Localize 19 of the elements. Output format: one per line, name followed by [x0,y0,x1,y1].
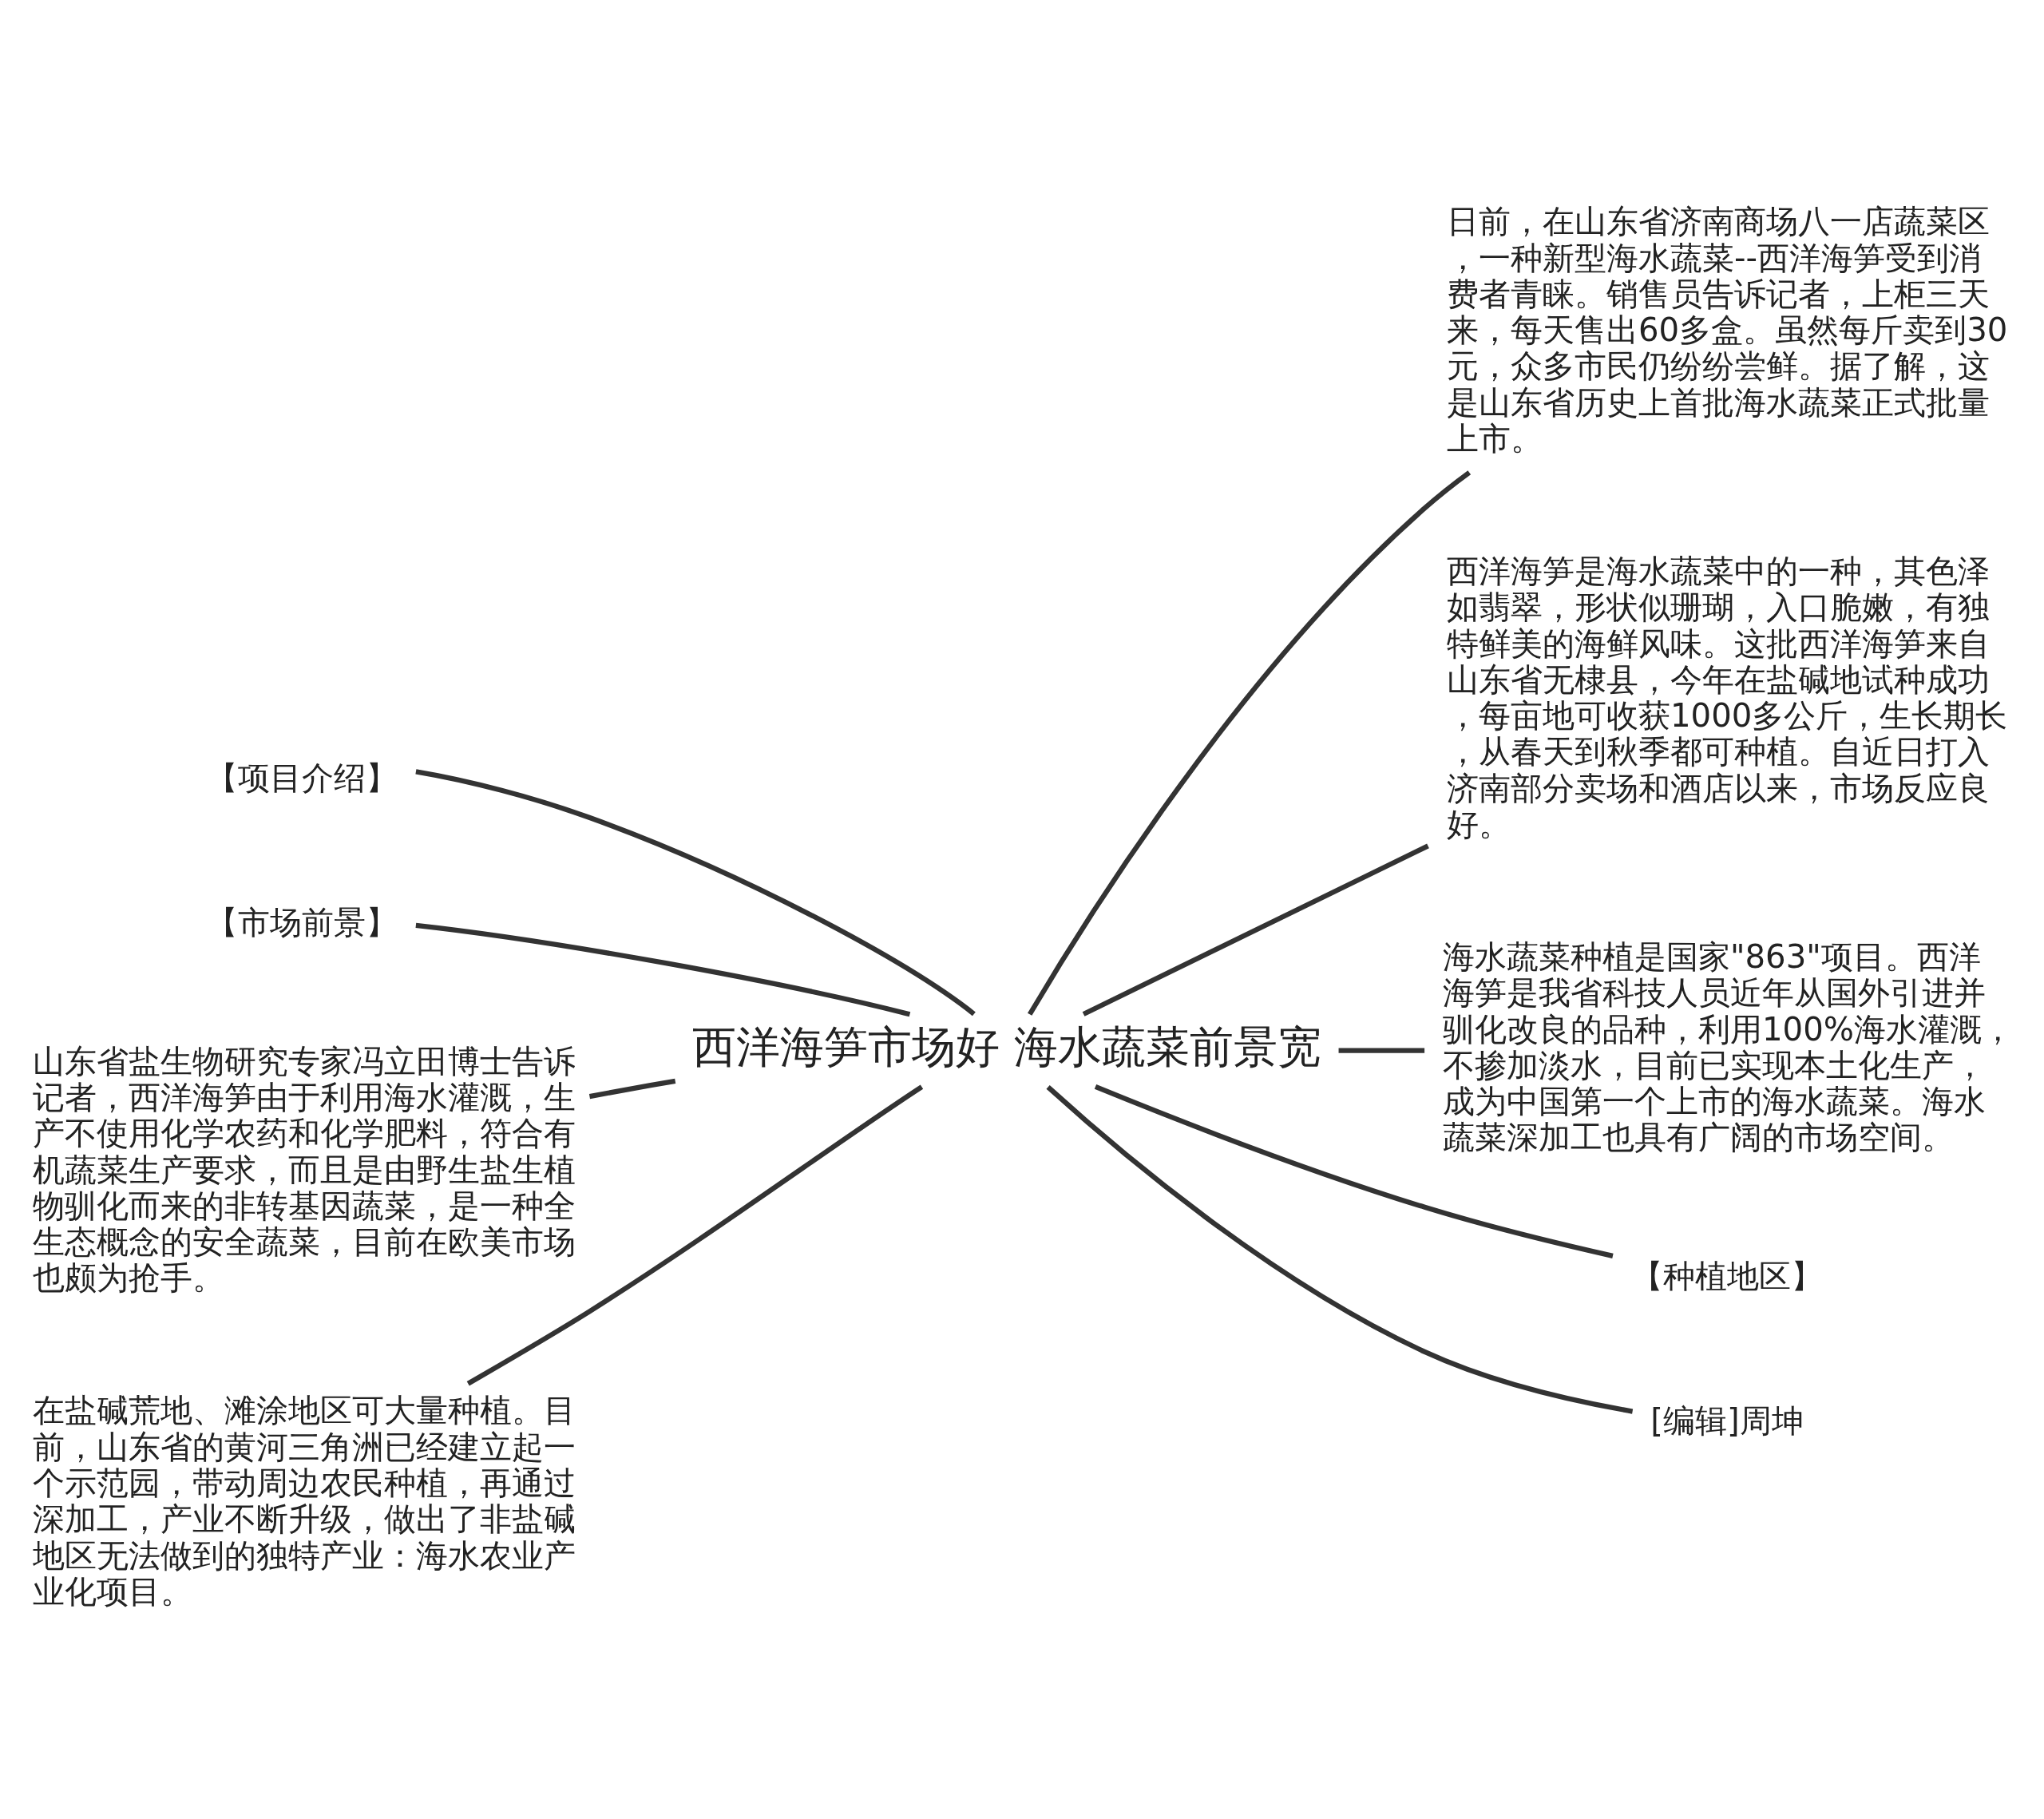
node-text: 海水蔬菜种植是国家"863"项目。西洋海笋是我省科技人员近年从国外引进并驯化改良的品种，利用100%海水灌溉，不掺加淡水，目前已实现本土化生产，成为中国第一个上市的海水蔬菜。海水蔬菜深加工也具有广阔的市场空间。 [1442,937,2014,1155]
node-text: 【种植地区】 [1631,1257,1824,1294]
node-text: 西洋海笋市场好 海水蔬菜前景宽 [692,1020,1321,1072]
connector [1338,1047,1425,1053]
connector [415,768,976,1016]
node-text: 山东省盐生物研究专家冯立田博士告诉记者，西洋海笋由于利用海水灌溉，生产不使用化学农药和化学肥料，符合有机蔬菜生产要求，而且是由野生盐生植物驯化而来的非转基因蔬菜，是一种全生态概念的安全蔬菜，目前在欧美市场也颇为抢手。 [33,1042,576,1296]
connector [1046,1084,1634,1414]
node-text: 【市场前景】 [205,903,398,941]
node-text: 【项目介绍】 [205,759,398,796]
connector [466,1084,924,1385]
node-text: 西洋海笋是海水蔬菜中的一种，其色泽如翡翠，形状似珊瑚，入口脆嫩，有独特鲜美的海鲜风味。这批西洋海笋来自山东省无棣县，今年在盐碱地试种成功，每亩地可收获1000多公斤，生长期长，从春天到秋季都可种植。自近日打入济南部分卖场和酒店以来，市场反应良好。 [1446,552,2008,842]
node-text: [编辑]周坤 [1650,1401,1804,1439]
node-text: 在盐碱荒地、滩涂地区可大量种植。目前，山东省的黄河三角洲已经建立起一个示范园，带动周边农民种植，再通过深加工，产业不断升级，做出了非盐碱地区无法做到的独特产业：海水农业产业化项目。 [33,1391,576,1610]
connector [415,922,911,1016]
connector [1082,843,1429,1016]
connector [1028,470,1472,1016]
node-text: 日前，在山东省济南商场八一店蔬菜区，一种新型海水蔬菜--西洋海笋受到消费者青睐。销售员告诉记者，上柜三天来，每天售出60多盒。虽然每斤卖到30元，众多市民仍纷纷尝鲜。据了解，这是山东省历史上首批海水蔬菜正式批量上市。 [1446,202,2008,457]
connector [1094,1084,1614,1258]
connector [588,1078,676,1099]
